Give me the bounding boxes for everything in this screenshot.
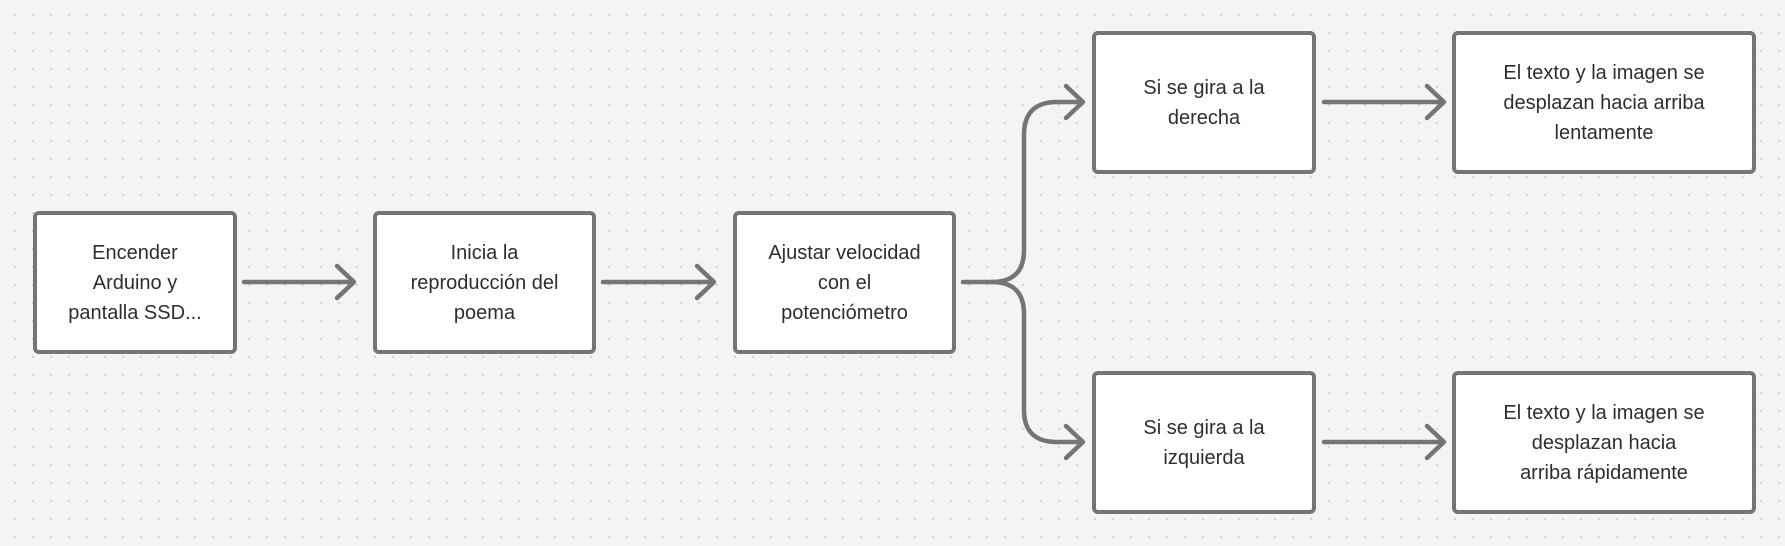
node-inicia-reproduccion[interactable]: Inicia la reproducción del poema [373, 211, 596, 354]
arrowhead-arriba-rapido [1424, 423, 1447, 461]
node-desplazan-rapidamente[interactable]: El texto y la imagen se desplazan hacia … [1452, 371, 1756, 514]
connector-branch-to-izquierda [989, 279, 1084, 445]
arrowhead-derecha [1063, 83, 1086, 121]
node-gira-derecha[interactable]: Si se gira a la derecha [1092, 31, 1316, 174]
node-desplazan-lentamente[interactable]: El texto y la imagen se desplazan hacia … [1452, 31, 1756, 174]
node-label: Si se gira a la izquierda [1143, 416, 1265, 469]
arrowhead-inicia [334, 263, 357, 301]
node-label: El texto y la imagen se desplazan hacia … [1503, 61, 1705, 144]
node-label: Si se gira a la derecha [1143, 76, 1265, 129]
node-label: Encender Arduino y pantalla SSD... [68, 241, 202, 324]
node-encender-arduino[interactable]: Encender Arduino y pantalla SSD... [33, 211, 237, 354]
node-label: Ajustar velocidad con el potenciómetro [768, 241, 921, 324]
node-label: El texto y la imagen se desplazan hacia … [1503, 401, 1705, 484]
arrowhead-ajustar [694, 263, 717, 301]
node-label: Inicia la reproducción del poema [410, 241, 559, 324]
connector-branch-to-derecha [989, 99, 1084, 285]
arrowhead-izquierda [1063, 423, 1086, 461]
node-gira-izquierda[interactable]: Si se gira a la izquierda [1092, 371, 1316, 514]
arrowhead-arriba-lento [1424, 83, 1447, 121]
node-ajustar-velocidad[interactable]: Ajustar velocidad con el potenciómetro [733, 211, 956, 354]
